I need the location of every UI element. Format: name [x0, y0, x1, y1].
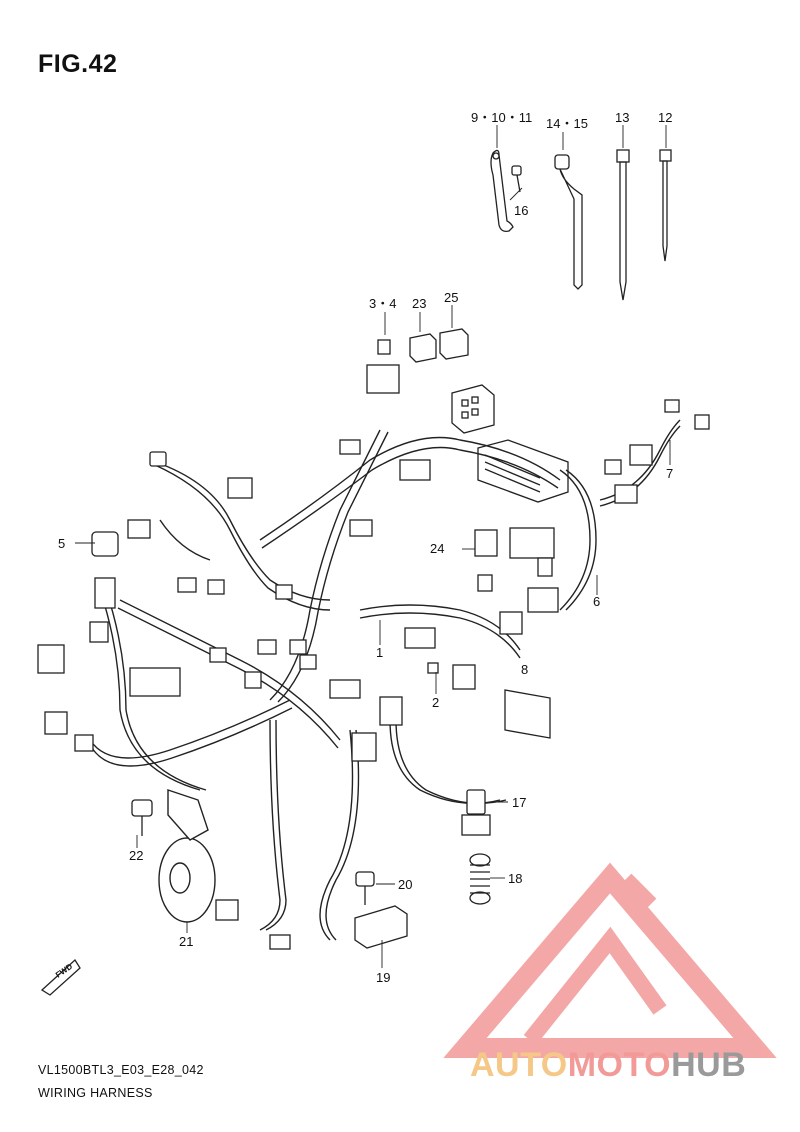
- cable-tie-12: [659, 149, 672, 262]
- callout-1: 1: [376, 645, 383, 660]
- callout-16: 16: [514, 203, 528, 218]
- brand-auto: AUTO: [470, 1046, 568, 1084]
- cable-tie-14-15: [554, 154, 583, 290]
- callout-3-4: 3・4: [369, 296, 396, 311]
- label-part-8: [504, 689, 551, 739]
- callout-9-10-11: 9・10・11: [471, 110, 532, 125]
- callout-24: 24: [430, 541, 444, 556]
- spring-18: [469, 853, 491, 905]
- figure-title: FIG.42: [38, 50, 118, 78]
- bolt-22: [131, 799, 153, 836]
- main-harness: [89, 419, 681, 941]
- bolt-20: [355, 871, 375, 905]
- watermark-logo: [443, 862, 777, 1058]
- callout-2: 2: [432, 695, 439, 710]
- brand-hub: HUB: [671, 1046, 747, 1084]
- clamp-part: [490, 149, 514, 233]
- screw-part: [511, 165, 522, 193]
- callout-14-15: 14・15: [546, 116, 588, 131]
- callout-20: 20: [398, 877, 412, 892]
- callout-6: 6: [593, 594, 600, 609]
- callout-19: 19: [376, 970, 390, 985]
- fwd-arrow-icon: [40, 958, 81, 996]
- sensor-17: [461, 789, 491, 836]
- watermark-brand: AUTOMOTOHUB: [470, 1046, 746, 1085]
- harness-connectors: [37, 399, 710, 950]
- callout-18: 18: [508, 871, 522, 886]
- callout-25: 25: [444, 290, 458, 305]
- callout-7: 7: [666, 466, 673, 481]
- ecm-connector: [477, 439, 569, 503]
- cable-tie-13: [616, 149, 630, 301]
- callout-13: 13: [615, 110, 629, 125]
- relay-23: [409, 333, 437, 363]
- callout-22: 22: [129, 848, 143, 863]
- relay-25: [439, 328, 469, 360]
- callout-5: 5: [58, 536, 65, 551]
- brand-moto: MOTO: [567, 1046, 672, 1084]
- sensor-19: [354, 905, 408, 949]
- callout-8: 8: [521, 662, 528, 677]
- fuse-3-4: [366, 339, 400, 394]
- callout-17: 17: [512, 795, 526, 810]
- model-code: VL1500BTL3_E03_E28_042: [38, 1063, 204, 1077]
- callout-12: 12: [658, 110, 672, 125]
- callout-21: 21: [179, 934, 193, 949]
- horn-21: [158, 789, 216, 923]
- fuse-box: [451, 384, 495, 434]
- callout-23: 23: [412, 296, 426, 311]
- part-name: WIRING HARNESS: [38, 1086, 153, 1100]
